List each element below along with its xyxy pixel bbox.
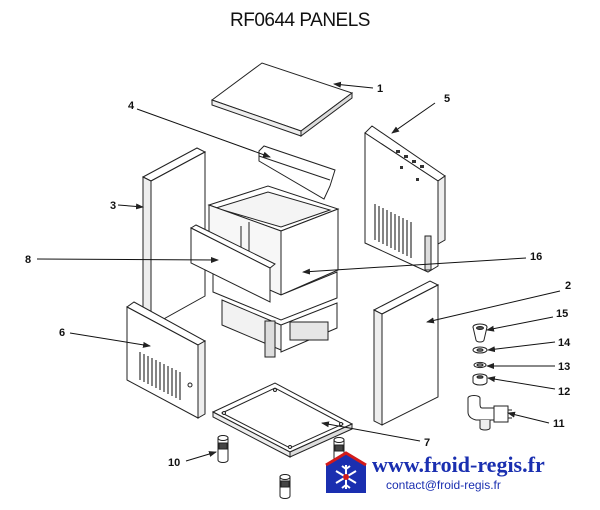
callout-16: 16: [530, 251, 542, 263]
part-5-rear-panel: [364, 125, 446, 273]
callout-8: 8: [25, 254, 31, 266]
part-6-front-panel: [126, 301, 207, 419]
part-11-drain-elbow: [467, 395, 512, 431]
website-url[interactable]: www.froid-regis.fr: [372, 452, 545, 477]
leader-lines: [36, 81, 561, 462]
callout-15: 15: [556, 308, 568, 320]
callout-6: 6: [59, 327, 65, 339]
callout-2: 2: [565, 280, 571, 292]
callout-11: 11: [553, 418, 565, 430]
callout-10: 10: [168, 457, 180, 469]
callout-5: 5: [444, 93, 450, 105]
part-14-washer: [472, 346, 488, 354]
part-10-feet: [217, 435, 345, 499]
callout-3: 3: [110, 200, 116, 212]
part-15-drain-cap: [472, 323, 488, 343]
part-8-inner-front-panel: [189, 224, 276, 303]
part-4-front-top-strip: [258, 145, 336, 200]
snowflake-logo-icon: [325, 451, 367, 493]
part-2-right-side-panel: [372, 280, 440, 426]
callout-14: 14: [558, 337, 571, 349]
part-12-nut: [472, 373, 488, 386]
callout-1: 1: [377, 83, 383, 95]
callout-7: 7: [424, 437, 430, 449]
callout-4: 4: [128, 100, 135, 112]
callout-12: 12: [558, 386, 570, 398]
part-7-base-plate: [211, 382, 354, 458]
part-1-top-panel: [210, 62, 354, 137]
callout-13: 13: [558, 361, 570, 373]
part-3-left-side-panel: [141, 147, 207, 327]
diagram-title: RF0644 PANELS: [230, 10, 370, 31]
contact-email[interactable]: contact@froid-regis.fr: [386, 478, 501, 492]
part-13-o-ring: [473, 361, 487, 369]
